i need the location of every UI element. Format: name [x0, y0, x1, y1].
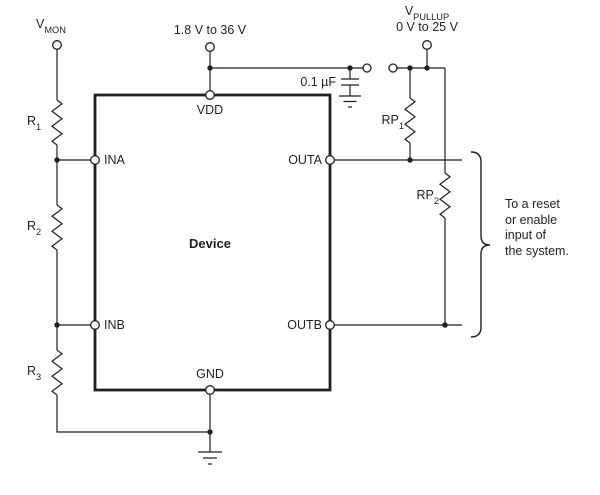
pin-outb-icon: [325, 320, 335, 330]
r3-label: R3: [27, 364, 42, 383]
cap-value-label: 0.1 µF: [300, 75, 336, 89]
rail-break-right-terminal-icon: [388, 63, 398, 73]
resistor-r2: [51, 204, 63, 251]
r1-label: R1: [27, 114, 42, 133]
r2-label: R2: [27, 219, 42, 238]
gnd-ground-icon: [198, 451, 222, 465]
vmon-divider-wire: [56, 49, 210, 433]
supply-voltage-label: 1.8 V to 36 V: [173, 23, 247, 37]
system-note-line: input of: [505, 228, 547, 242]
pin-inb-icon: [90, 320, 100, 330]
resistor-r1: [51, 99, 63, 146]
junction-dots: [54, 65, 448, 435]
pin-label-gnd: GND: [196, 367, 224, 381]
pin-ina-icon: [90, 155, 100, 165]
pin-gnd-icon: [205, 385, 215, 395]
vpullup-range-label: 0 V to 25 V: [396, 20, 458, 34]
pin-label-inb: INB: [104, 318, 125, 332]
capacitor-symbol: [341, 78, 359, 96]
supply-terminal-icon: [205, 42, 215, 52]
vmon-label: VMON: [36, 17, 66, 36]
pin-label-outb: OUTB: [287, 318, 322, 332]
rp1-label: RP1: [381, 113, 404, 132]
pin-vdd-icon: [205, 90, 215, 100]
system-note-line: To a reset: [505, 197, 560, 211]
rail-break-left-terminal-icon: [362, 63, 372, 73]
capacitor-ground-icon: [339, 95, 361, 108]
pin-label-ina: INA: [104, 153, 125, 167]
resistor-rp2: [439, 172, 451, 219]
vmon-terminal-icon: [52, 40, 62, 50]
system-note: To a reset or enable input of the system…: [505, 197, 569, 259]
pin-label-vdd: VDD: [196, 103, 224, 117]
vpullup-label: VPULLUP: [404, 4, 450, 23]
rp2-label: RP2: [416, 188, 439, 207]
vpullup-terminal-icon: [422, 40, 432, 50]
pin-outa-icon: [325, 155, 335, 165]
system-note-line: or enable: [505, 212, 558, 227]
resistor-rp1: [404, 97, 416, 144]
system-brace: [470, 151, 491, 338]
device-name-label: Device: [189, 236, 231, 251]
pin-label-outa: OUTA: [288, 153, 322, 167]
vpullup-rail-wire: [397, 49, 446, 325]
resistor-r3: [51, 349, 63, 396]
system-note-line: the system.: [505, 243, 569, 258]
